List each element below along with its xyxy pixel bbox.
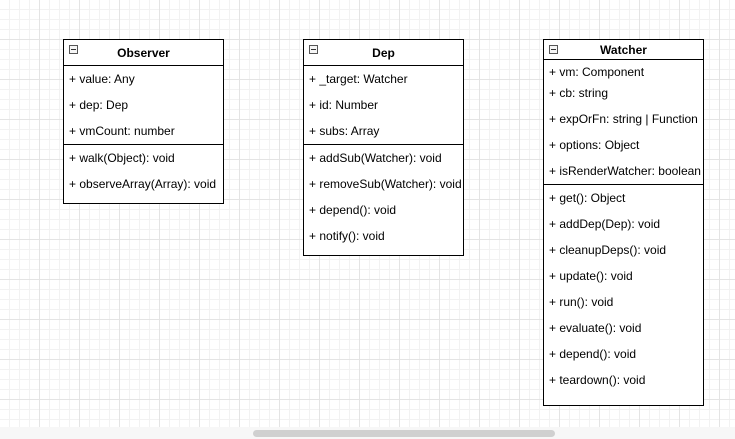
class-dep[interactable]: Dep + _target: Watcher + id: Number + su… <box>303 39 464 256</box>
method[interactable]: + depend(): void <box>309 203 397 217</box>
method[interactable]: + depend(): void <box>549 347 637 361</box>
method[interactable]: + addDep(Dep): void <box>549 217 661 231</box>
attribute[interactable]: + _target: Watcher <box>309 72 408 86</box>
methods-section: + walk(Object): void + observeArray(Arra… <box>64 145 223 197</box>
class-name: Watcher <box>600 43 647 57</box>
attribute[interactable]: + isRenderWatcher: boolean <box>549 164 701 178</box>
attribute[interactable]: + subs: Array <box>309 124 380 138</box>
attribute[interactable]: + dep: Dep <box>69 98 129 112</box>
method[interactable]: + observeArray(Array): void <box>69 177 217 191</box>
attribute[interactable]: + vmCount: number <box>69 124 175 138</box>
attributes-section: + _target: Watcher + id: Number + subs: … <box>304 66 463 145</box>
methods-section: + get(): Object + addDep(Dep): void + cl… <box>544 185 703 393</box>
methods-section: + addSub(Watcher): void + removeSub(Watc… <box>304 145 463 249</box>
collapse-icon[interactable] <box>309 45 318 54</box>
collapse-icon[interactable] <box>549 45 558 54</box>
class-header[interactable]: Observer <box>64 40 223 66</box>
attribute[interactable]: + cb: string <box>549 86 609 100</box>
attribute[interactable]: + expOrFn: string | Function <box>549 112 698 126</box>
attribute[interactable]: + options: Object <box>549 138 640 152</box>
method[interactable]: + cleanupDeps(): void <box>549 243 667 257</box>
class-name: Observer <box>117 45 170 60</box>
attributes-section: + value: Any + dep: Dep + vmCount: numbe… <box>64 66 223 145</box>
method[interactable]: + removeSub(Watcher): void <box>309 177 462 191</box>
class-header[interactable]: Watcher <box>544 40 703 60</box>
collapse-icon[interactable] <box>69 45 78 54</box>
diagram-canvas[interactable]: Observer + value: Any + dep: Dep + vmCou… <box>0 0 735 427</box>
class-name: Dep <box>372 45 395 60</box>
attributes-section: + vm: Component + cb: string + expOrFn: … <box>544 60 703 185</box>
method[interactable]: + teardown(): void <box>549 373 646 387</box>
class-watcher[interactable]: Watcher + vm: Component + cb: string + e… <box>543 39 704 406</box>
class-header[interactable]: Dep <box>304 40 463 66</box>
method[interactable]: + get(): Object <box>549 191 626 205</box>
method[interactable]: + notify(): void <box>309 229 385 243</box>
class-observer[interactable]: Observer + value: Any + dep: Dep + vmCou… <box>63 39 224 204</box>
attribute[interactable]: + vm: Component <box>549 65 645 79</box>
method[interactable]: + walk(Object): void <box>69 151 175 165</box>
method[interactable]: + addSub(Watcher): void <box>309 151 442 165</box>
method[interactable]: + update(): void <box>549 269 633 283</box>
method[interactable]: + run(): void <box>549 295 614 309</box>
horizontal-scrollbar[interactable] <box>0 427 735 439</box>
method[interactable]: + evaluate(): void <box>549 321 642 335</box>
attribute[interactable]: + value: Any <box>69 72 135 86</box>
attribute[interactable]: + id: Number <box>309 98 379 112</box>
scrollbar-thumb[interactable] <box>253 430 555 437</box>
